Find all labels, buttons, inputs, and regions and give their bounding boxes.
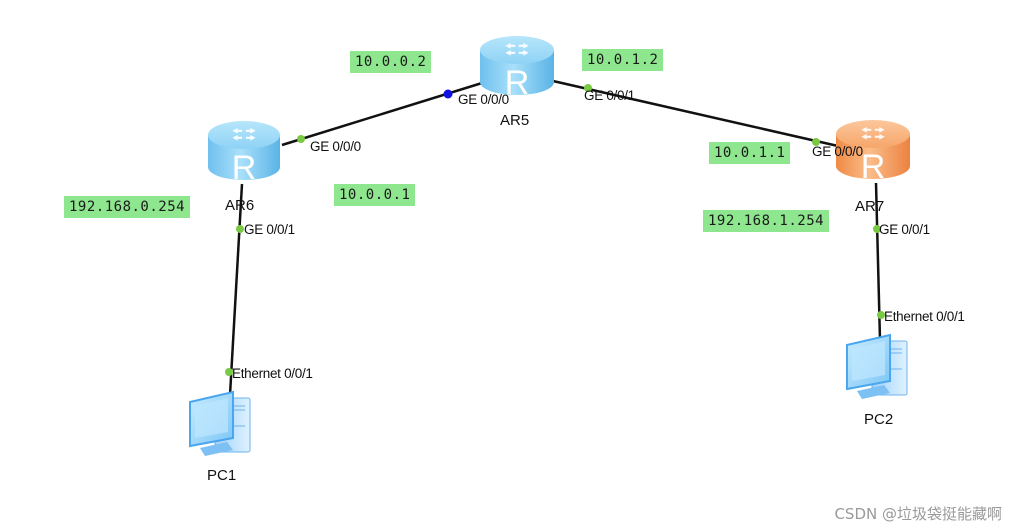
router-ar5[interactable]: R: [480, 36, 554, 102]
router-r-glyph: R: [505, 64, 530, 102]
port-dot-ar7-ge000[interactable]: [812, 138, 820, 146]
port-label-pc1-eth: Ethernet 0/0/1: [232, 366, 313, 381]
ip-label-ar7-ge000: 10.0.1.1: [709, 142, 791, 164]
ip-label-ar7-ge001: 192.168.1.254: [703, 210, 830, 232]
port-label-ar6-ge000: GE 0/0/0: [310, 139, 361, 154]
port-label-ar5-ge000: GE 0/0/0: [458, 92, 509, 107]
port-dot-ar6-ge001[interactable]: [236, 225, 244, 233]
pc-pc2[interactable]: [846, 333, 908, 399]
port-dot-ar5-ge000[interactable]: [443, 89, 453, 99]
link-ar6-pc1[interactable]: [228, 183, 244, 396]
port-dot-pc1-eth[interactable]: [225, 368, 233, 376]
device-label-ar5: AR5: [500, 112, 530, 129]
device-label-ar7: AR7: [855, 198, 885, 215]
port-label-ar5-ge001: GE 0/0/1: [584, 88, 635, 103]
port-label-ar7-ge001: GE 0/0/1: [879, 222, 930, 237]
pc-pc1[interactable]: [189, 390, 251, 456]
port-dot-ar7-ge001[interactable]: [873, 225, 881, 233]
ip-label-ar5-ge000: 10.0.0.2: [350, 51, 432, 73]
watermark: CSDN @垃圾袋挺能藏啊: [834, 505, 1002, 523]
ip-label-ar6-ge000: 10.0.0.1: [334, 184, 416, 206]
device-label-pc2: PC2: [864, 411, 894, 428]
ip-label-ar6-ge001: 192.168.0.254: [64, 196, 191, 218]
link-ar5-ar7[interactable]: [552, 79, 839, 148]
device-label-pc1: PC1: [207, 467, 237, 484]
router-r-glyph: R: [861, 148, 886, 186]
router-ar6[interactable]: R: [208, 121, 280, 187]
port-dot-ar6-ge000[interactable]: [297, 135, 305, 143]
router-ar7[interactable]: R: [836, 120, 910, 186]
ip-label-ar5-ge001: 10.0.1.2: [582, 49, 664, 71]
device-label-ar6: AR6: [225, 197, 255, 214]
port-label-ar6-ge001: GE 0/0/1: [244, 222, 295, 237]
port-label-pc2-eth: Ethernet 0/0/1: [884, 309, 965, 324]
router-r-glyph: R: [232, 149, 257, 187]
port-dot-ar5-ge001[interactable]: [584, 84, 592, 92]
port-label-ar7-ge000: GE 0/0/0: [812, 144, 863, 159]
port-dot-pc2-eth[interactable]: [877, 311, 885, 319]
